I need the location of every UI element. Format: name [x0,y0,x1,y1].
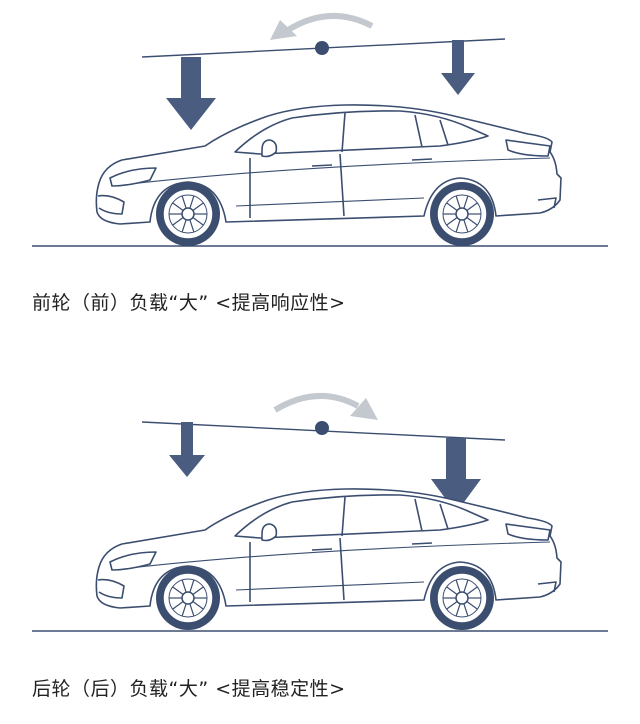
rear-load-car-front-wheel-spoke [192,586,204,595]
rear-load-rotation-arrowhead [350,398,378,420]
rear-load-car-pillar-d [439,503,449,530]
rear-load-car-handle-rear [411,542,433,545]
rear-load-car [95,488,562,630]
front-load-car-rear-wheel-spoke [466,202,478,211]
front-load-car-rear-wheel-spoke [463,195,469,209]
rear-load-car-front-wheel-spoke [189,603,195,617]
front-load-rotation-arrow [286,13,374,33]
front-load-car-front-wheel-spoke [189,219,195,233]
rear-load-car-headlight [109,551,157,571]
rear-load-car-front-wheel-spoke [172,586,184,595]
rear-load-car-pillar-b [341,496,346,537]
front-load-large-load-arrow-front [166,57,216,130]
rear-load-rotation-arrow [273,393,360,413]
rear-load-car-front-wheel [156,566,220,630]
front-load-car-rear-wheel-hub [455,207,469,221]
front-load-car-handle-front [311,164,333,167]
front-load-car-pillar-c [414,114,423,148]
front-load-car-rear-wheel-spoke [466,217,478,226]
rear-load-car-rear-wheel-spoke [463,579,469,593]
front-load-car-taillight [505,139,551,157]
rear-load-car-grille [97,578,125,599]
front-load-car-pillar-d [439,119,449,146]
rear-load-car-rear-wheel [430,566,494,630]
rear-load-pivot [315,421,329,435]
rear-load-car-rear-wheel-spoke [466,601,478,610]
rear-load-car-pillar-c [414,498,423,532]
rear-load-car-door-line-mid [339,537,345,601]
rear-load-car-rear-wheel-spoke [463,603,469,617]
front-load-car-front-wheel-spoke [189,195,195,209]
front-load-car-front-wheel-spoke [192,217,204,226]
rear-load-panel: 后轮（后）负载“大” <提高稳定性> [0,380,640,724]
front-load-car-rear-wheel-spoke [446,202,458,211]
front-load-car-front-wheel-spoke [181,195,187,209]
rear-load-car-rear-wheel-spoke [466,586,478,595]
rear-load-car-rocker-line [235,581,425,591]
front-load-diagram [32,13,608,247]
front-load-car-door-line-mid [339,153,345,217]
front-load-car-rear-wheel-spoke [455,195,461,209]
front-load-car-front-wheel-spoke [172,202,184,211]
rear-load-car-rear-wheel-spoke [446,601,458,610]
front-load-rotation-arrowhead [270,20,297,40]
rear-load-car-rear-wheel-hub [455,591,469,605]
rear-load-car-front-wheel-spoke [181,579,187,593]
rear-load-car-rear-wheel-spoke [455,579,461,593]
front-load-car-character-line [129,157,551,185]
rear-load-car-front-wheel-spoke [192,601,204,610]
front-load-car [95,104,562,246]
rear-load-car-front-wheel-spoke [189,579,195,593]
front-load-car-front-wheel [156,182,220,246]
front-load-car-headlight [109,167,157,187]
front-load-car-mirror [261,139,278,158]
rear-load-caption: 后轮（后）负载“大” <提高稳定性> [32,678,346,700]
front-load-car-front-wheel-hub [181,207,195,221]
front-load-car-front-wheel-spoke [181,219,187,233]
rear-load-car-rear-wheel-spoke [446,586,458,595]
front-load-car-rear-wheel-spoke [446,217,458,226]
rear-load-car-taillight [505,523,551,541]
rear-load-large-load-arrow-rear [431,438,481,513]
front-load-pivot [315,41,329,55]
front-load-car-front-wheel-spoke [192,202,204,211]
front-load-car-window-frame [234,110,489,155]
rear-load-car-mirror [261,523,278,542]
front-load-car-grille [97,194,125,215]
front-load-car-rear-wheel-spoke [463,219,469,233]
rear-load-diagram [32,393,608,632]
front-load-car-handle-rear [411,158,433,161]
rear-load-car-handle-front [311,548,333,551]
front-load-caption: 前轮（前）负载“大” <提高响应性> [32,292,346,314]
front-load-car-rear-wheel [430,182,494,246]
front-load-car-rear-bumper [537,197,557,209]
front-load-car-pillar-b [341,112,346,153]
rear-load-car-rear-bumper [537,581,557,593]
front-load-panel: 前轮（前）负载“大” <提高响应性> [32,13,608,314]
front-load-small-load-arrow-rear [441,40,475,95]
rear-load-car-rear-wheel-spoke [455,603,461,617]
rear-load-car-front-wheel-spoke [172,601,184,610]
rear-load-car-window-frame [234,494,489,539]
front-load-car-rear-wheel-spoke [455,219,461,233]
front-load-car-front-wheel-spoke [172,217,184,226]
rear-load-car-character-line [129,541,551,569]
rear-load-small-load-arrow-front [169,422,205,477]
rear-load-car-front-wheel-spoke [181,603,187,617]
rear-load-car-front-wheel-hub [181,591,195,605]
front-load-car-rocker-line [235,197,425,207]
